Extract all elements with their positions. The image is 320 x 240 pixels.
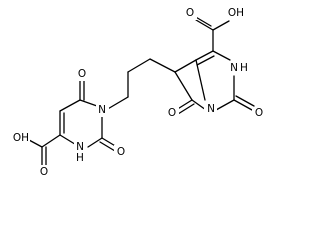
left-ring-bonds — [28, 79, 118, 168]
left-carbonyl-oxygen-bottom: O — [117, 146, 125, 158]
right-ring-nh-hydrogen: H — [240, 62, 248, 74]
right-bridge-nitrogen: N — [207, 103, 215, 115]
left-ring-labels: O N N H O OH O — [12, 68, 127, 178]
chemical-structure-diagram: O N N H O OH O OH O N H O N O — [12, 6, 265, 178]
left-ring-nitrogen-3: N — [76, 141, 84, 153]
butyl-linker-bonds — [105, 58, 176, 111]
left-carboxyl-hydroxyl: OH — [13, 132, 29, 144]
right-carbonyl-oxygen-left: O — [168, 107, 176, 119]
right-carboxyl-hydroxyl: OH — [228, 7, 244, 19]
left-carboxyl-oxygen: O — [40, 166, 48, 178]
left-ring-nh-hydrogen: H — [76, 152, 84, 164]
left-ring-nitrogen-1: N — [98, 104, 106, 116]
right-carboxyl-oxygen: O — [186, 7, 194, 19]
right-ring-labels: OH O N H O N O — [166, 6, 265, 120]
right-carbonyl-oxygen-right: O — [255, 107, 263, 119]
left-carbonyl-oxygen-top: O — [78, 68, 86, 80]
right-ring-nh-nitrogen: N — [230, 62, 238, 74]
right-ring-bonds — [174, 15, 255, 115]
